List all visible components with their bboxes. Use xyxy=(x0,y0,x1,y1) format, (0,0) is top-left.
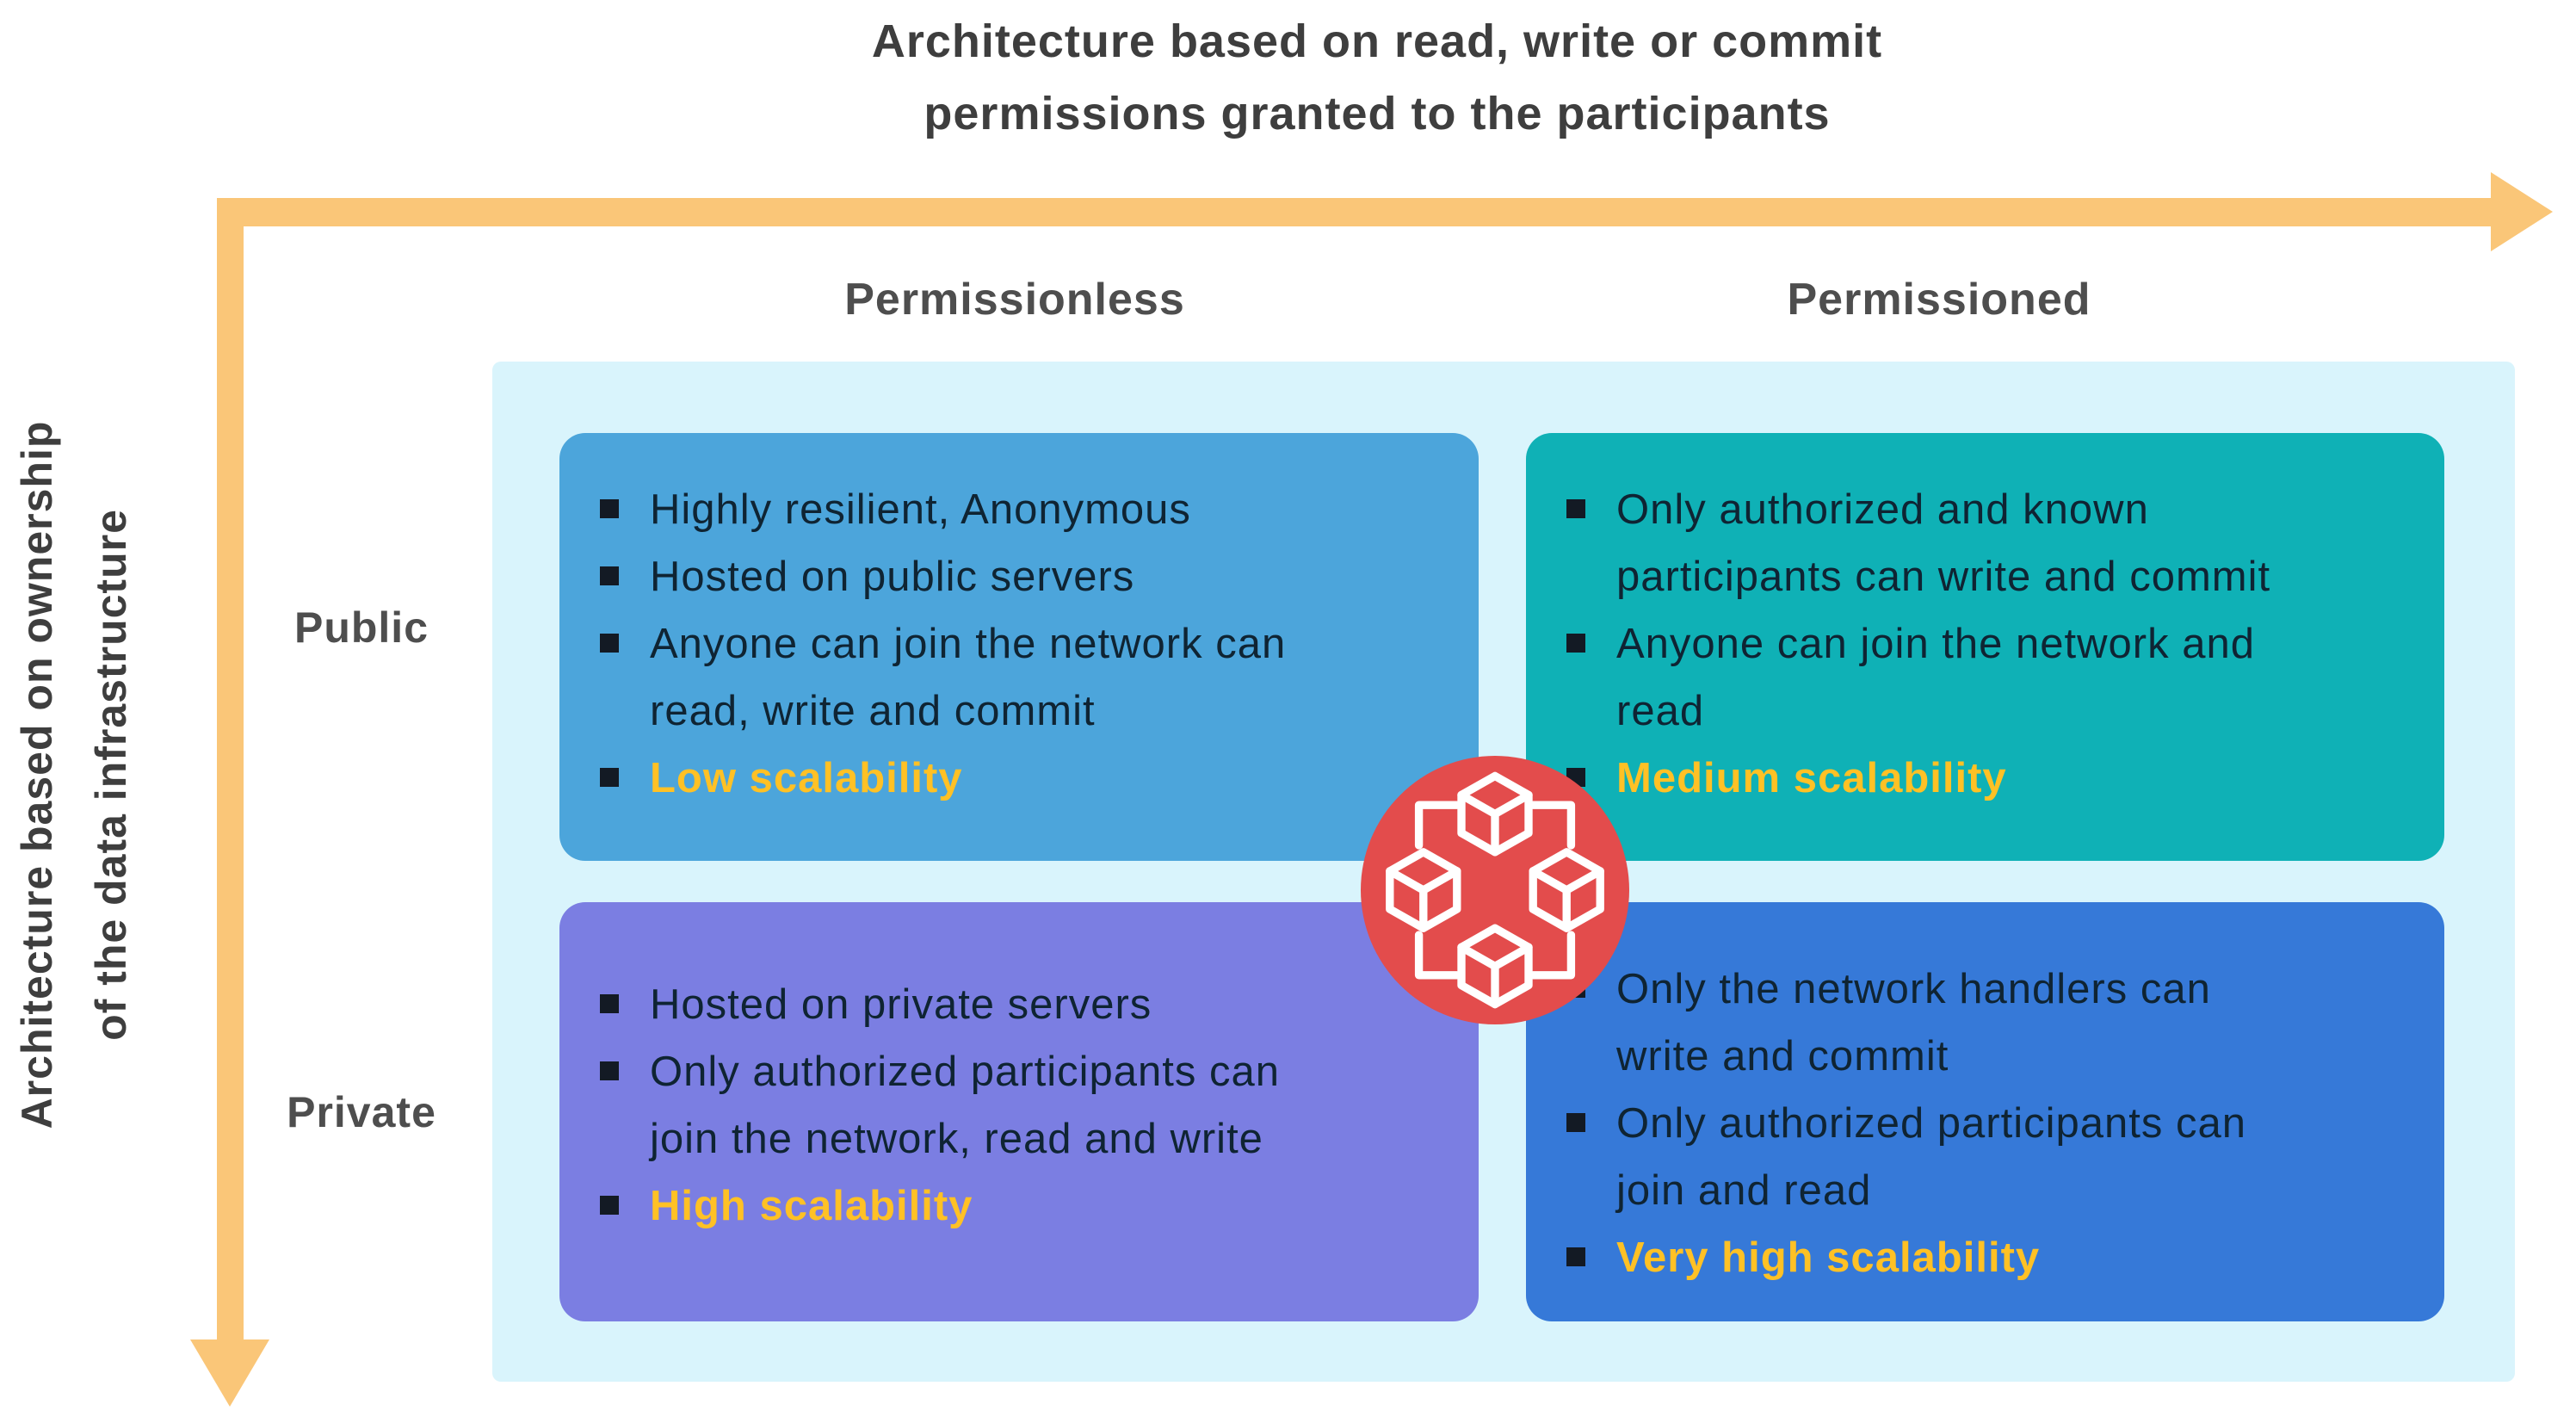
quadrant-public-permissionless: Highly resilient, Anonymous Hosted on pu… xyxy=(559,433,1479,861)
bullet-text: Anyone can join the network and read xyxy=(1616,621,2255,734)
y-axis-arrow-shaft xyxy=(217,198,244,1341)
list-item: Only the network handlers can write and … xyxy=(1566,956,2400,1090)
bullet-text: Medium scalability xyxy=(1616,755,2007,801)
list-item: Only authorized and known participants c… xyxy=(1566,476,2400,610)
row-label-public: Public xyxy=(293,603,429,652)
column-header-permissionless: Permissionless xyxy=(844,275,1185,325)
bullet-square-icon xyxy=(600,499,619,518)
quadrant-public-permissioned: Only authorized and known participants c… xyxy=(1526,433,2444,861)
bullet-square-icon xyxy=(1566,1247,1585,1266)
bullet-square-icon xyxy=(1566,499,1585,518)
bullet-square-icon xyxy=(600,768,619,787)
bullet-text: Anyone can join the network can read, wr… xyxy=(650,621,1287,734)
bullet-square-icon xyxy=(1566,634,1585,653)
y-axis-arrow-head-icon xyxy=(190,1339,269,1407)
row-label-private: Private xyxy=(287,1088,436,1136)
quadrant-private-permissionless: Hosted on private servers Only authorize… xyxy=(559,902,1479,1321)
bullet-list: Highly resilient, Anonymous Hosted on pu… xyxy=(559,433,1479,812)
y-axis-label: Architecture based on ownership of the d… xyxy=(0,293,198,1257)
diagram-title: Architecture based on read, write or com… xyxy=(215,5,2539,150)
bullet-text: Very high scalability xyxy=(1616,1234,2041,1281)
bullet-text: Highly resilient, Anonymous xyxy=(650,486,1191,533)
list-item: Only authorized participants can join th… xyxy=(600,1038,1434,1172)
y-axis-label-line-1: Architecture based on ownership xyxy=(13,420,61,1129)
bullet-text: Hosted on private servers xyxy=(650,981,1152,1028)
bullet-text: High scalability xyxy=(650,1183,973,1229)
list-item: Hosted on private servers xyxy=(600,971,1434,1038)
bullet-text: Hosted on public servers xyxy=(650,554,1135,600)
bullet-list: Only authorized and known participants c… xyxy=(1526,433,2444,812)
bullet-text: Only authorized participants can join th… xyxy=(650,1049,1280,1162)
center-badge xyxy=(1361,756,1629,1024)
list-item: Anyone can join the network can read, wr… xyxy=(600,610,1434,745)
list-item: Hosted on public servers xyxy=(600,543,1434,610)
title-line-1: Architecture based on read, write or com… xyxy=(871,15,1883,67)
list-item: Only authorized participants can join an… xyxy=(1566,1090,2400,1224)
quadrant-private-permissioned: Only the network handlers can write and … xyxy=(1526,902,2444,1321)
list-item: Anyone can join the network and read xyxy=(1566,610,2400,745)
list-item: Highly resilient, Anonymous xyxy=(600,476,1434,543)
bullet-square-icon xyxy=(600,994,619,1013)
blockchain-network-icon xyxy=(1386,771,1604,1009)
list-item-scalability: High scalability xyxy=(600,1172,1434,1240)
bullet-text: Low scalability xyxy=(650,755,963,801)
x-axis-arrow-shaft xyxy=(217,198,2493,226)
list-item-scalability: Medium scalability xyxy=(1566,745,2400,812)
bullet-square-icon xyxy=(1566,1113,1585,1132)
bullet-square-icon xyxy=(600,634,619,653)
bullet-square-icon xyxy=(600,1196,619,1215)
bullet-text: Only authorized and known participants c… xyxy=(1616,486,2271,600)
bullet-square-icon xyxy=(600,1061,619,1080)
bullet-list: Only the network handlers can write and … xyxy=(1526,902,2444,1291)
bullet-square-icon xyxy=(600,566,619,585)
y-axis-label-line-2: of the data infrastructure xyxy=(87,509,135,1041)
bullet-list: Hosted on private servers Only authorize… xyxy=(559,902,1479,1240)
title-line-2: permissions granted to the participants xyxy=(924,88,1831,139)
column-header-permissioned: Permissioned xyxy=(1787,275,2091,325)
bullet-text: Only authorized participants can join an… xyxy=(1616,1100,2246,1214)
x-axis-arrow-head-icon xyxy=(2491,172,2553,251)
list-item-scalability: Low scalability xyxy=(600,745,1434,812)
bullet-text: Only the network handlers can write and … xyxy=(1616,966,2211,1080)
list-item-scalability: Very high scalability xyxy=(1566,1224,2400,1291)
